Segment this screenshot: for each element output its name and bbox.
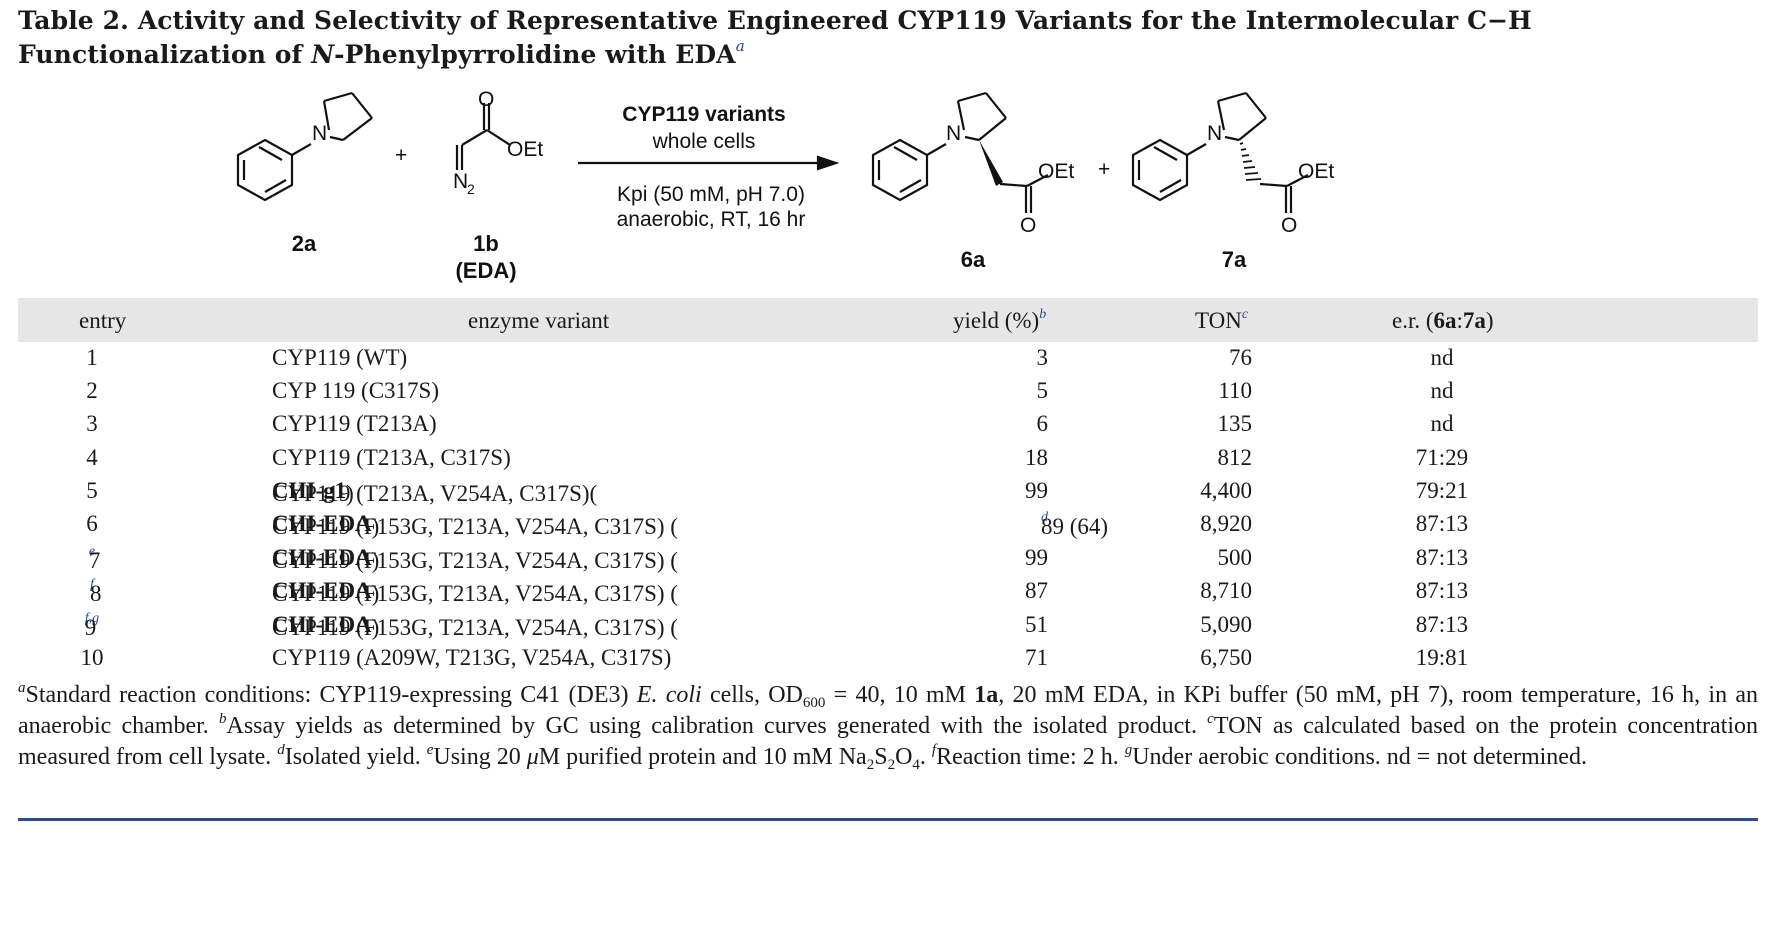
- cell-entry: 3: [86, 411, 98, 436]
- table-row: 5 CYP119 (T213A, V254A, C317S)(CHI-g1) 9…: [0, 475, 1766, 508]
- cell-er: nd: [1430, 411, 1454, 436]
- group-oet-7a: OEt: [1298, 160, 1334, 183]
- hashed-bond-7a: [1239, 142, 1262, 181]
- cell-ton: 812: [1217, 445, 1253, 470]
- table-row: 1 CYP119 (WT) 3 76 nd: [0, 342, 1766, 375]
- cell-er: nd: [1430, 378, 1454, 403]
- label-2a: 2a: [292, 231, 317, 256]
- group-oet-1b: OEt: [507, 138, 543, 161]
- cell-variant: CYP119 (WT): [272, 345, 408, 370]
- cell-variant: CYP119 (T213A, V254A, C317S)(CHI-g1): [272, 478, 598, 506]
- cell-ton: 76: [1229, 345, 1252, 370]
- cell-er: 87:13: [1415, 578, 1469, 603]
- table-row: 4 CYP119 (T213A, C317S) 18 812 71:29: [0, 442, 1766, 475]
- cell-ton: 8,920: [1200, 511, 1252, 536]
- diazo-subscript: 2: [467, 181, 475, 197]
- cell-er: 87:13: [1415, 612, 1469, 637]
- label-eda: (EDA): [455, 258, 516, 283]
- cell-variant: CYP119 (F153G, T213A, V254A, C317S) (CHI…: [272, 545, 678, 573]
- cell-yield: 3: [1036, 345, 1049, 370]
- cell-ton: 4,400: [1200, 478, 1252, 503]
- cell-variant: CYP119 (F153G, T213A, V254A, C317S) (CHI…: [272, 511, 678, 539]
- cell-yield: 51: [1025, 612, 1048, 637]
- cell-yield: 18: [1025, 445, 1048, 470]
- conditions-line-3: Kpi (50 mM, pH 7.0): [617, 183, 805, 206]
- cell-yield: 99: [1025, 545, 1048, 570]
- cell-er: 87:13: [1415, 545, 1469, 570]
- cell-variant: CYP119 (F153G, T213A, V254A, C317S) (CHI…: [272, 612, 678, 640]
- cell-variant: CYP119 (T213A): [272, 411, 437, 436]
- header-er: e.r. (6a:7a): [1392, 308, 1494, 333]
- caption-footnote-mark: a: [735, 37, 745, 55]
- header-entry: entry: [79, 308, 127, 333]
- cell-er: 19:81: [1415, 645, 1469, 670]
- label-1b: 1b: [473, 231, 499, 256]
- table-caption: Table 2. Activity and Selectivity of Rep…: [18, 4, 1758, 72]
- cell-yield: 6: [1036, 411, 1049, 436]
- caption-text: Activity and Selectivity of Representati…: [18, 6, 1532, 69]
- wedge-bond-6a: [979, 140, 1003, 186]
- plus-sign-2: +: [1098, 158, 1110, 181]
- reaction-scheme: N + O OEt N 2 CYP119 variants whole cell…: [236, 88, 1334, 283]
- table-row: 3 CYP119 (T213A) 6 135 nd: [0, 408, 1766, 441]
- caption-italic-n: N: [311, 40, 335, 69]
- table-row: 6 CYP119 (F153G, T213A, V254A, C317S) (C…: [0, 508, 1766, 541]
- cell-variant: CYP119 (A209W, T213G, V254A, C317S): [272, 645, 672, 670]
- cell-ton: 110: [1218, 378, 1252, 403]
- cell-variant: CYP 119 (C317S): [272, 378, 439, 403]
- group-oet-6a: OEt: [1038, 160, 1074, 183]
- cell-er: 87:13: [1415, 511, 1469, 536]
- table-row: 2 CYP 119 (C317S) 5 110 nd: [0, 375, 1766, 408]
- atom-o-7a: O: [1281, 214, 1297, 237]
- cell-variant: CYP119 (F153G, T213A, V254A, C317S) (CHI…: [272, 578, 678, 606]
- conditions-line-4: anaerobic, RT, 16 hr: [617, 208, 806, 231]
- cell-er: nd: [1430, 345, 1454, 370]
- atom-n-2a: N: [312, 122, 327, 145]
- header-enzyme-variant: enzyme variant: [468, 308, 610, 333]
- cell-entry: 4: [86, 445, 98, 470]
- atom-o-6a: O: [1020, 214, 1036, 237]
- cell-ton: 5,090: [1200, 612, 1252, 637]
- plus-sign-1: +: [395, 144, 407, 167]
- conditions-line-1: CYP119 variants: [622, 103, 785, 126]
- caption-label: Table 2.: [18, 6, 129, 35]
- cell-entry: 10: [80, 645, 104, 670]
- header-yield: yield (%)b: [953, 307, 1047, 334]
- cell-yield: 99: [1025, 478, 1048, 503]
- conditions-line-2: whole cells: [652, 130, 756, 153]
- atom-n-6a: N: [946, 122, 961, 145]
- cell-ton: 135: [1217, 411, 1253, 436]
- cell-yield: 5: [1036, 378, 1049, 403]
- cell-entry: 5: [86, 478, 98, 503]
- cell-entry: 1: [86, 345, 98, 370]
- cell-ton: 6,750: [1200, 645, 1252, 670]
- table-footnotes: aStandard reaction conditions: CYP119-ex…: [18, 680, 1759, 773]
- bottom-rule: [18, 818, 1758, 821]
- caption-text-2: -Phenylpyrrolidine with EDA: [334, 40, 736, 69]
- cell-yield: 71: [1025, 645, 1048, 670]
- cell-er: 79:21: [1415, 478, 1469, 503]
- cell-entry: 2: [86, 378, 98, 403]
- diazo-n: N: [453, 170, 468, 193]
- label-7a: 7a: [1222, 247, 1247, 272]
- label-6a: 6a: [961, 247, 986, 272]
- cell-entry: 6: [86, 511, 98, 536]
- table-row: 10 CYP119 (A209W, T213G, V254A, C317S) 7…: [0, 642, 1766, 675]
- cell-variant: CYP119 (T213A, C317S): [272, 445, 511, 470]
- cell-yield: 87: [1025, 578, 1048, 603]
- cell-er: 71:29: [1415, 445, 1469, 470]
- cell-yield: 89 (64)d: [1041, 510, 1109, 540]
- table-header-band: [18, 298, 1758, 342]
- header-ton: TONc: [1195, 307, 1249, 334]
- atom-n-7a: N: [1207, 122, 1222, 145]
- cell-ton: 8,710: [1200, 578, 1252, 603]
- cell-ton: 500: [1217, 545, 1253, 570]
- atom-o-1b: O: [478, 88, 494, 111]
